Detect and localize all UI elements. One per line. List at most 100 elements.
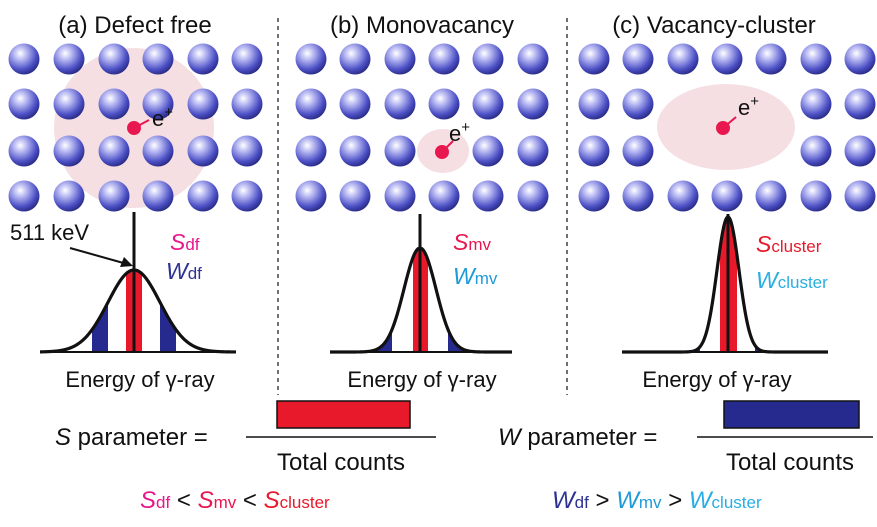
panel-a-title: (a) Defect free — [58, 12, 211, 39]
positron-c: e+ — [716, 93, 759, 135]
atom — [295, 88, 327, 120]
atom — [339, 180, 371, 212]
atom — [800, 180, 832, 212]
atom — [800, 135, 832, 167]
w-numerator-box — [723, 400, 860, 429]
atom — [517, 88, 549, 120]
atom — [98, 88, 130, 120]
atom — [98, 180, 130, 212]
w-region — [370, 329, 392, 352]
atom — [8, 180, 40, 212]
atom — [517, 43, 549, 75]
w-parameter-label: W parameter = — [498, 424, 657, 451]
w-region — [448, 329, 470, 352]
atom — [53, 180, 85, 212]
svg-text:e+: e+ — [152, 104, 173, 131]
atom — [187, 135, 219, 167]
atom — [142, 88, 174, 120]
atom — [844, 43, 876, 75]
w-label-c: Wcluster — [756, 267, 828, 293]
atom — [428, 88, 460, 120]
atom — [295, 43, 327, 75]
w-label-a: Wdf — [166, 258, 202, 284]
atom — [578, 88, 610, 120]
s-numerator-box — [276, 400, 411, 429]
atom — [472, 180, 504, 212]
w-label-b: Wmv — [453, 263, 498, 289]
w-region — [160, 302, 176, 352]
atom — [187, 88, 219, 120]
energy-axis-label-a: Energy of γ-ray — [65, 367, 214, 392]
energy-axis-label-c: Energy of γ-ray — [642, 367, 791, 392]
atom — [755, 180, 787, 212]
spectrum-b — [330, 214, 512, 354]
atom — [578, 180, 610, 212]
atom — [711, 43, 743, 75]
atom — [339, 88, 371, 120]
w-inequality: Wdf > Wmv > Wcluster — [552, 487, 762, 514]
atom-lattice-c — [578, 43, 876, 212]
energy-axis-label-b: Energy of γ-ray — [347, 367, 496, 392]
atom — [231, 43, 263, 75]
s-label-b: Smv — [453, 229, 492, 255]
atom — [295, 180, 327, 212]
atom — [517, 135, 549, 167]
atom — [622, 135, 654, 167]
atom — [428, 43, 460, 75]
s-label-c: Scluster — [756, 231, 822, 257]
s-inequality: Sdf < Smv < Scluster — [140, 487, 330, 514]
atom — [517, 180, 549, 212]
atom — [667, 180, 699, 212]
atom — [98, 135, 130, 167]
panel-c-title: (c) Vacancy-cluster — [612, 12, 816, 39]
atom — [8, 43, 40, 75]
atom — [800, 43, 832, 75]
s-denominator: Total counts — [277, 449, 405, 476]
atom — [8, 135, 40, 167]
w-denominator: Total counts — [726, 449, 854, 476]
atom — [53, 43, 85, 75]
atom — [384, 43, 416, 75]
atom — [428, 180, 460, 212]
atom — [231, 180, 263, 212]
svg-text:e+: e+ — [449, 119, 470, 146]
atom — [295, 135, 327, 167]
svg-text:e+: e+ — [738, 93, 759, 120]
atom — [667, 43, 699, 75]
positron-a: e+ — [127, 104, 173, 135]
atom — [98, 43, 130, 75]
spectrum-curve — [39, 268, 236, 354]
atom — [142, 135, 174, 167]
atom — [844, 180, 876, 212]
peak-arrow — [69, 247, 128, 265]
atom — [844, 88, 876, 120]
atom — [339, 43, 371, 75]
atom — [384, 88, 416, 120]
atom — [53, 135, 85, 167]
atom — [622, 43, 654, 75]
atom — [472, 135, 504, 167]
atom — [578, 43, 610, 75]
peak-energy-label: 511 keV — [10, 220, 89, 245]
atom — [53, 88, 85, 120]
s-parameter-label: S parameter = — [55, 424, 208, 451]
atom — [578, 135, 610, 167]
atom — [622, 180, 654, 212]
atom — [231, 88, 263, 120]
atom — [711, 180, 743, 212]
atom-lattice-a — [8, 43, 263, 212]
atom-lattice-b — [295, 43, 549, 212]
atom — [622, 88, 654, 120]
atom — [142, 180, 174, 212]
atom — [800, 88, 832, 120]
atom — [755, 43, 787, 75]
atom — [142, 43, 174, 75]
atom — [187, 43, 219, 75]
atom — [231, 135, 263, 167]
positron-b: e+ — [435, 119, 470, 159]
atom — [844, 135, 876, 167]
spectrum-a — [39, 212, 236, 354]
w-region — [92, 302, 108, 352]
atom — [187, 180, 219, 212]
